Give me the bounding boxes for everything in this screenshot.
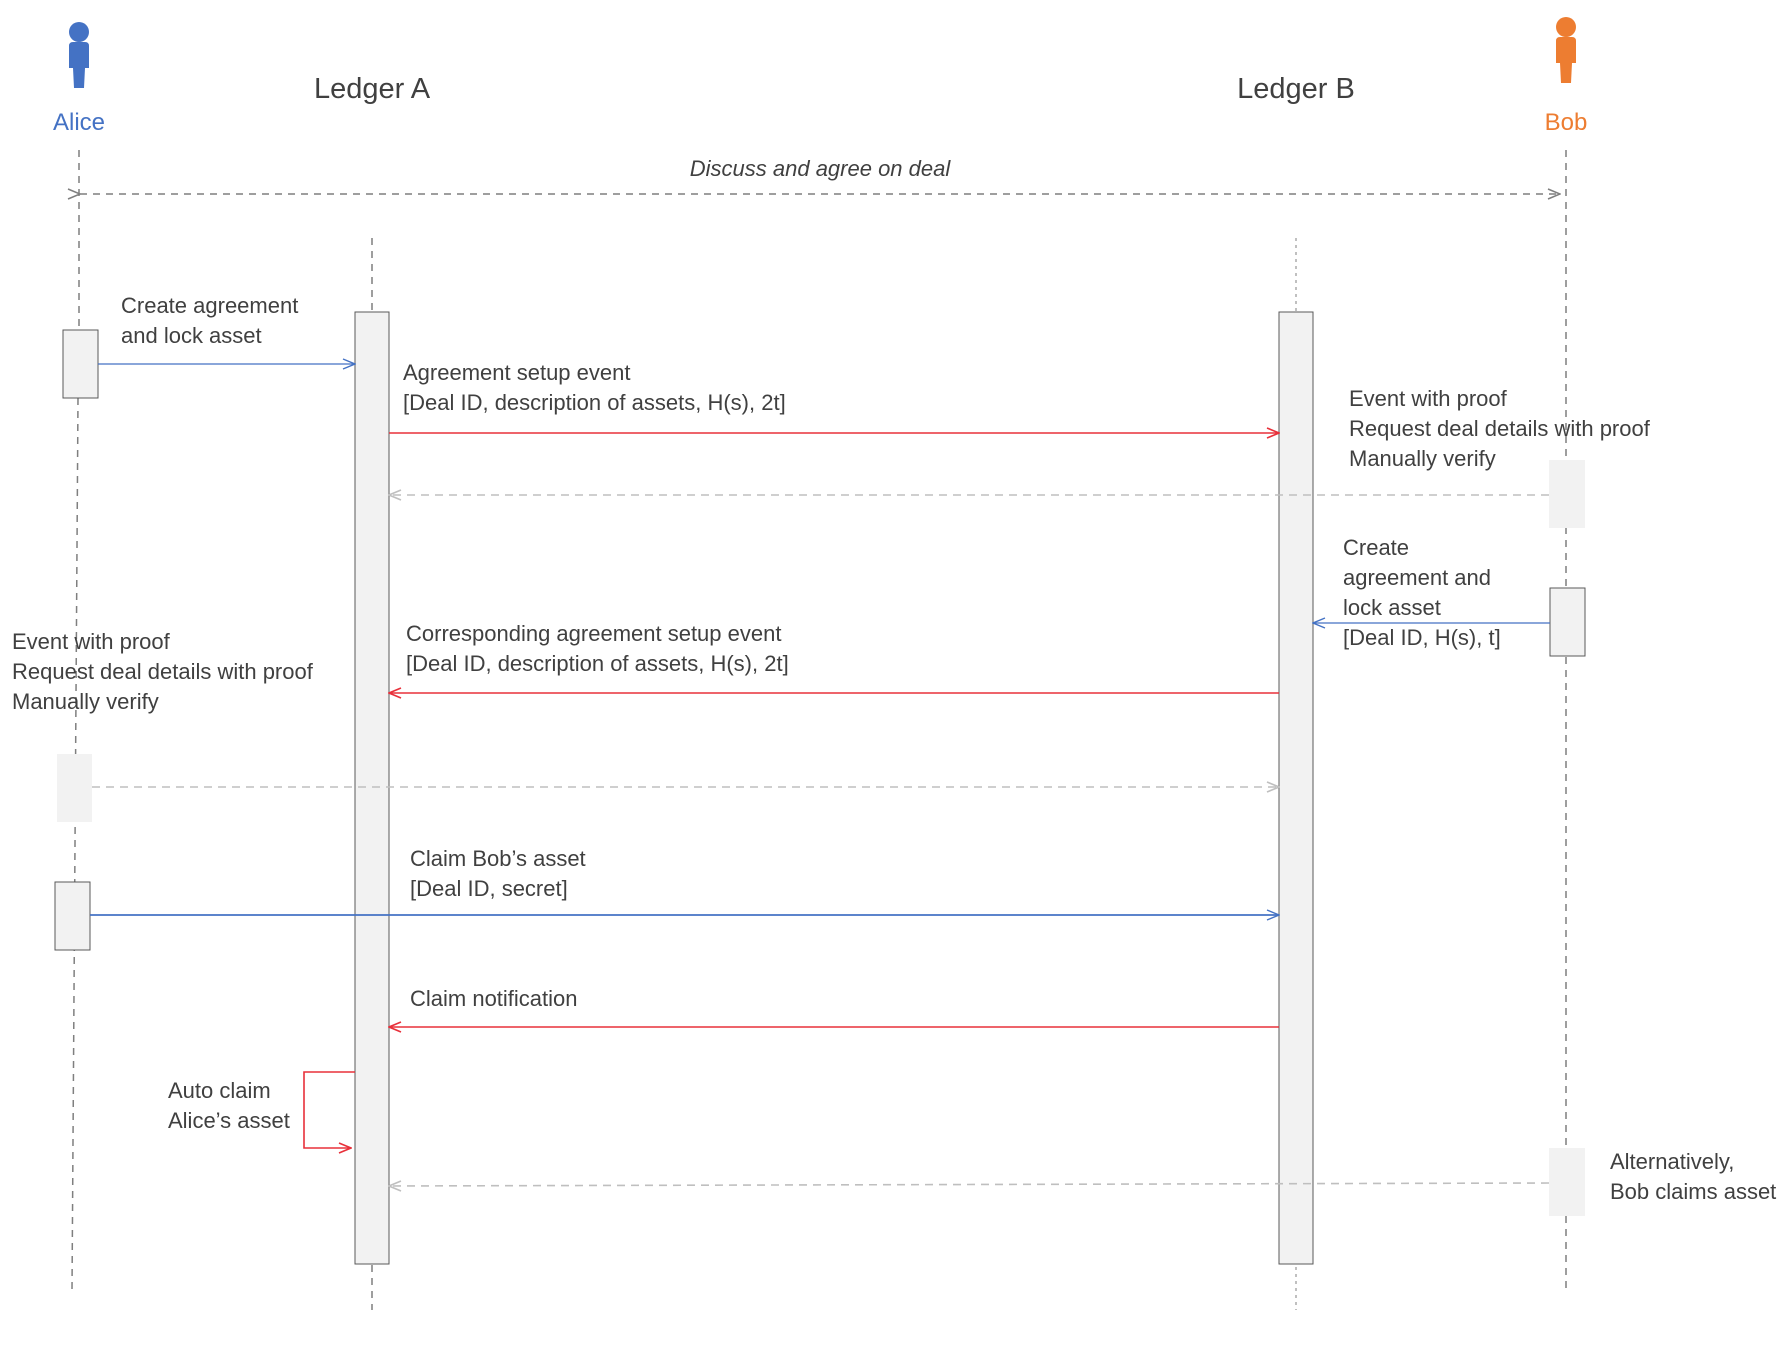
bob-person-icon — [1556, 17, 1576, 83]
alice-activation-verify — [57, 754, 92, 822]
alice-lifeline-lower — [71, 397, 79, 1291]
alternative-label: Alternatively, Bob claims asset — [1610, 1149, 1776, 1204]
setup-event-label: Agreement setup event [Deal ID, descript… — [403, 360, 786, 415]
bob-activation-verify — [1549, 460, 1585, 528]
bob-activation-create — [1549, 587, 1586, 657]
claim-notification-label: Claim notification — [410, 986, 578, 1011]
alice-activation-claim — [54, 881, 91, 951]
alternative-arrow — [389, 1183, 1550, 1186]
alice-activation-create — [62, 329, 99, 399]
ledger-a-activation — [354, 311, 390, 1265]
alice-header: Alice — [53, 109, 105, 136]
claim-bob-label: Claim Bob’s asset [Deal ID, secret] — [410, 846, 592, 901]
ledger-b-activation — [1278, 311, 1314, 1265]
corresponding-event-label: Corresponding agreement setup event [Dea… — [406, 621, 789, 676]
create-lock-a-label: Create agreement and lock asset — [121, 293, 304, 348]
bob-verify-label: Event with proof Request deal details wi… — [1349, 386, 1656, 471]
alice-verify-label: Event with proof Request deal details wi… — [12, 629, 319, 714]
discuss-label: Discuss and agree on deal — [690, 156, 952, 181]
ledger-b-header: Ledger B — [1237, 73, 1355, 105]
bob-header: Bob — [1545, 109, 1588, 136]
ledger-a-header: Ledger A — [314, 73, 431, 105]
alice-person-icon — [69, 22, 89, 88]
bob-activation-alternative — [1549, 1148, 1585, 1216]
auto-claim-arrow — [303, 1071, 355, 1148]
create-lock-b-label: Create agreement and lock asset [Deal ID… — [1343, 535, 1501, 650]
auto-claim-label: Auto claim Alice’s asset — [168, 1078, 290, 1133]
